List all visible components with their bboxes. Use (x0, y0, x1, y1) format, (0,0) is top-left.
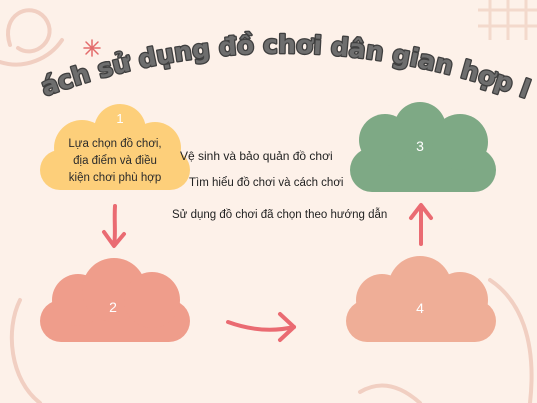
cloud-step-2 (40, 258, 190, 342)
cloud-step-3 (350, 102, 496, 192)
step-1-description: Lựa chọn đồ chơi, địa điểm và điều kiện … (52, 136, 178, 187)
grid-icon (478, 0, 537, 40)
step-text-learn: Tìm hiểu đồ chơi và cách chơi (189, 177, 344, 189)
step-number-1: 1 (116, 111, 124, 126)
arrow-down-icon (102, 204, 126, 248)
cloud-step-1 (40, 104, 190, 190)
step-text-cleaning: Vệ sinh và bảo quản đồ chơi (180, 149, 333, 163)
step-text-use: Sử dụng đồ chơi đã chọn theo hướng dẫn (172, 209, 388, 221)
step-number-3: 3 (416, 138, 424, 154)
step-1-line-2: địa điểm và điều (73, 155, 157, 167)
arrow-up-icon (409, 203, 433, 246)
sparkle-icon (83, 39, 101, 57)
cloud-step-4 (346, 256, 496, 342)
step-1-line-3: kiện chơi phù hợp (68, 172, 162, 184)
step-number-4: 4 (416, 300, 424, 316)
arrow-right-icon (226, 312, 296, 342)
page-title-text: cách sử dụng đồ chơi dân gian hợp lí (0, 0, 535, 105)
curve-line-icon (9, 278, 534, 403)
step-1-line-1: Lựa chọn đồ chơi, (68, 138, 162, 150)
step-number-2: 2 (109, 299, 117, 315)
page-title: cách sử dụng đồ chơi dân gian hợp lí (0, 0, 534, 104)
swirl-line-icon (0, 8, 64, 67)
